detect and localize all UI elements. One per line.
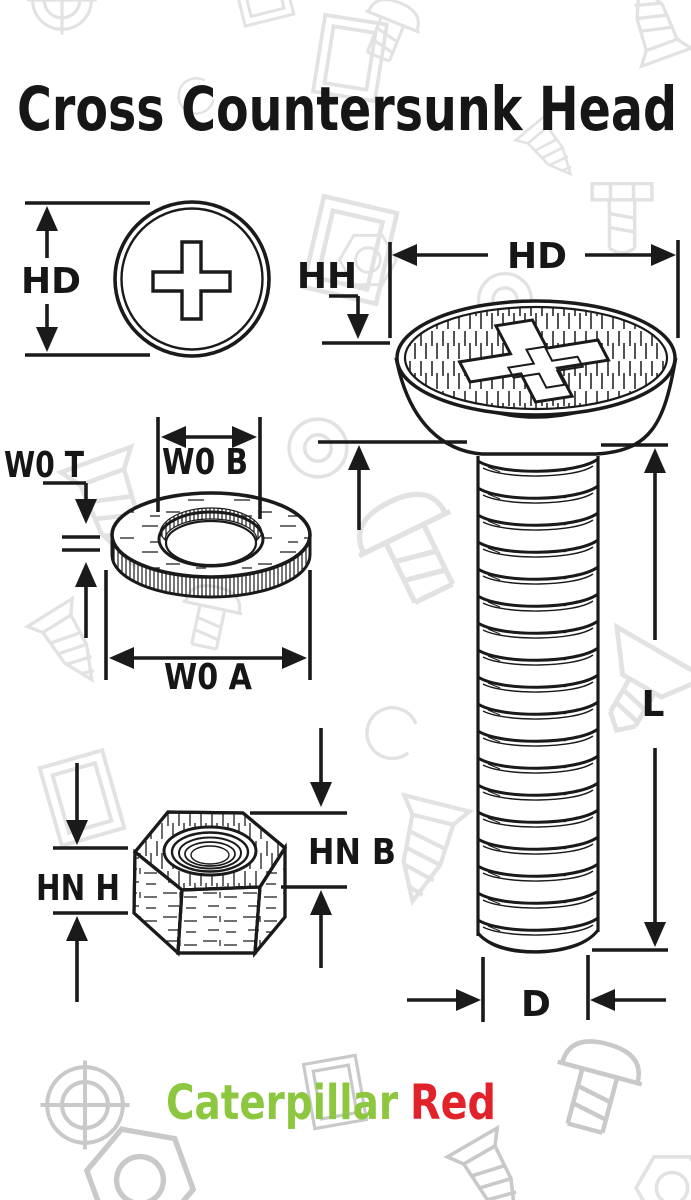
brand-name: Caterpillar	[166, 1075, 398, 1131]
cross-recess-top	[151, 240, 232, 321]
label-hd-side: HD	[507, 236, 567, 277]
dim-hd-side: HD	[388, 236, 680, 338]
watermark-screw-icon	[543, 1033, 650, 1140]
dim-w0a: W0 A	[104, 570, 312, 698]
watermark-screw-icon	[445, 1126, 543, 1200]
label-w0b: W0 B	[162, 442, 248, 483]
watermark-nut-icon	[79, 1125, 202, 1200]
page-title: Cross Countersunk Head	[17, 74, 677, 145]
watermark-screw-icon	[572, 627, 691, 756]
hex-nut-view	[132, 810, 288, 958]
washer-view	[110, 491, 312, 599]
watermark-screw-icon	[25, 596, 116, 696]
dim-hd-top: HD	[21, 201, 150, 357]
label-d: D	[521, 984, 551, 1025]
label-w0a: W0 A	[164, 657, 252, 698]
watermark-frame-icon	[228, 0, 296, 28]
dim-w0b: W0 B	[156, 417, 262, 519]
dim-hh: HH	[297, 256, 467, 530]
screw-shaft	[476, 456, 600, 954]
watermark-screw-icon	[612, 0, 691, 68]
dim-d: D	[407, 955, 666, 1025]
watermark-washer-icon	[287, 417, 349, 479]
label-hnb: HN B	[308, 832, 396, 873]
dim-hnb: HN B	[250, 728, 396, 968]
cross-recess-side	[445, 312, 623, 410]
dim-l: L	[592, 443, 668, 952]
label-hnh: HN H	[36, 868, 120, 909]
watermark-clip-icon	[359, 700, 421, 765]
watermark-bolt-icon	[590, 181, 654, 255]
watermark-screw-icon	[349, 0, 429, 70]
head-side-view	[394, 299, 678, 456]
label-l: L	[642, 684, 665, 725]
label-hh: HH	[297, 256, 357, 297]
dim-hnh: HN H	[36, 763, 128, 1002]
dim-w0t: W0 T	[4, 445, 100, 638]
watermark-target-icon	[25, 0, 99, 37]
brand-text: Caterpillar Red	[166, 1075, 496, 1131]
label-hd-top: HD	[21, 261, 81, 302]
brand-variant: Red	[410, 1075, 496, 1131]
watermark-nut-icon	[634, 1155, 691, 1200]
watermark-layer	[25, 0, 691, 1200]
watermark-screw-icon	[344, 480, 480, 616]
head-top-view	[113, 200, 271, 358]
label-w0t: W0 T	[4, 445, 84, 486]
